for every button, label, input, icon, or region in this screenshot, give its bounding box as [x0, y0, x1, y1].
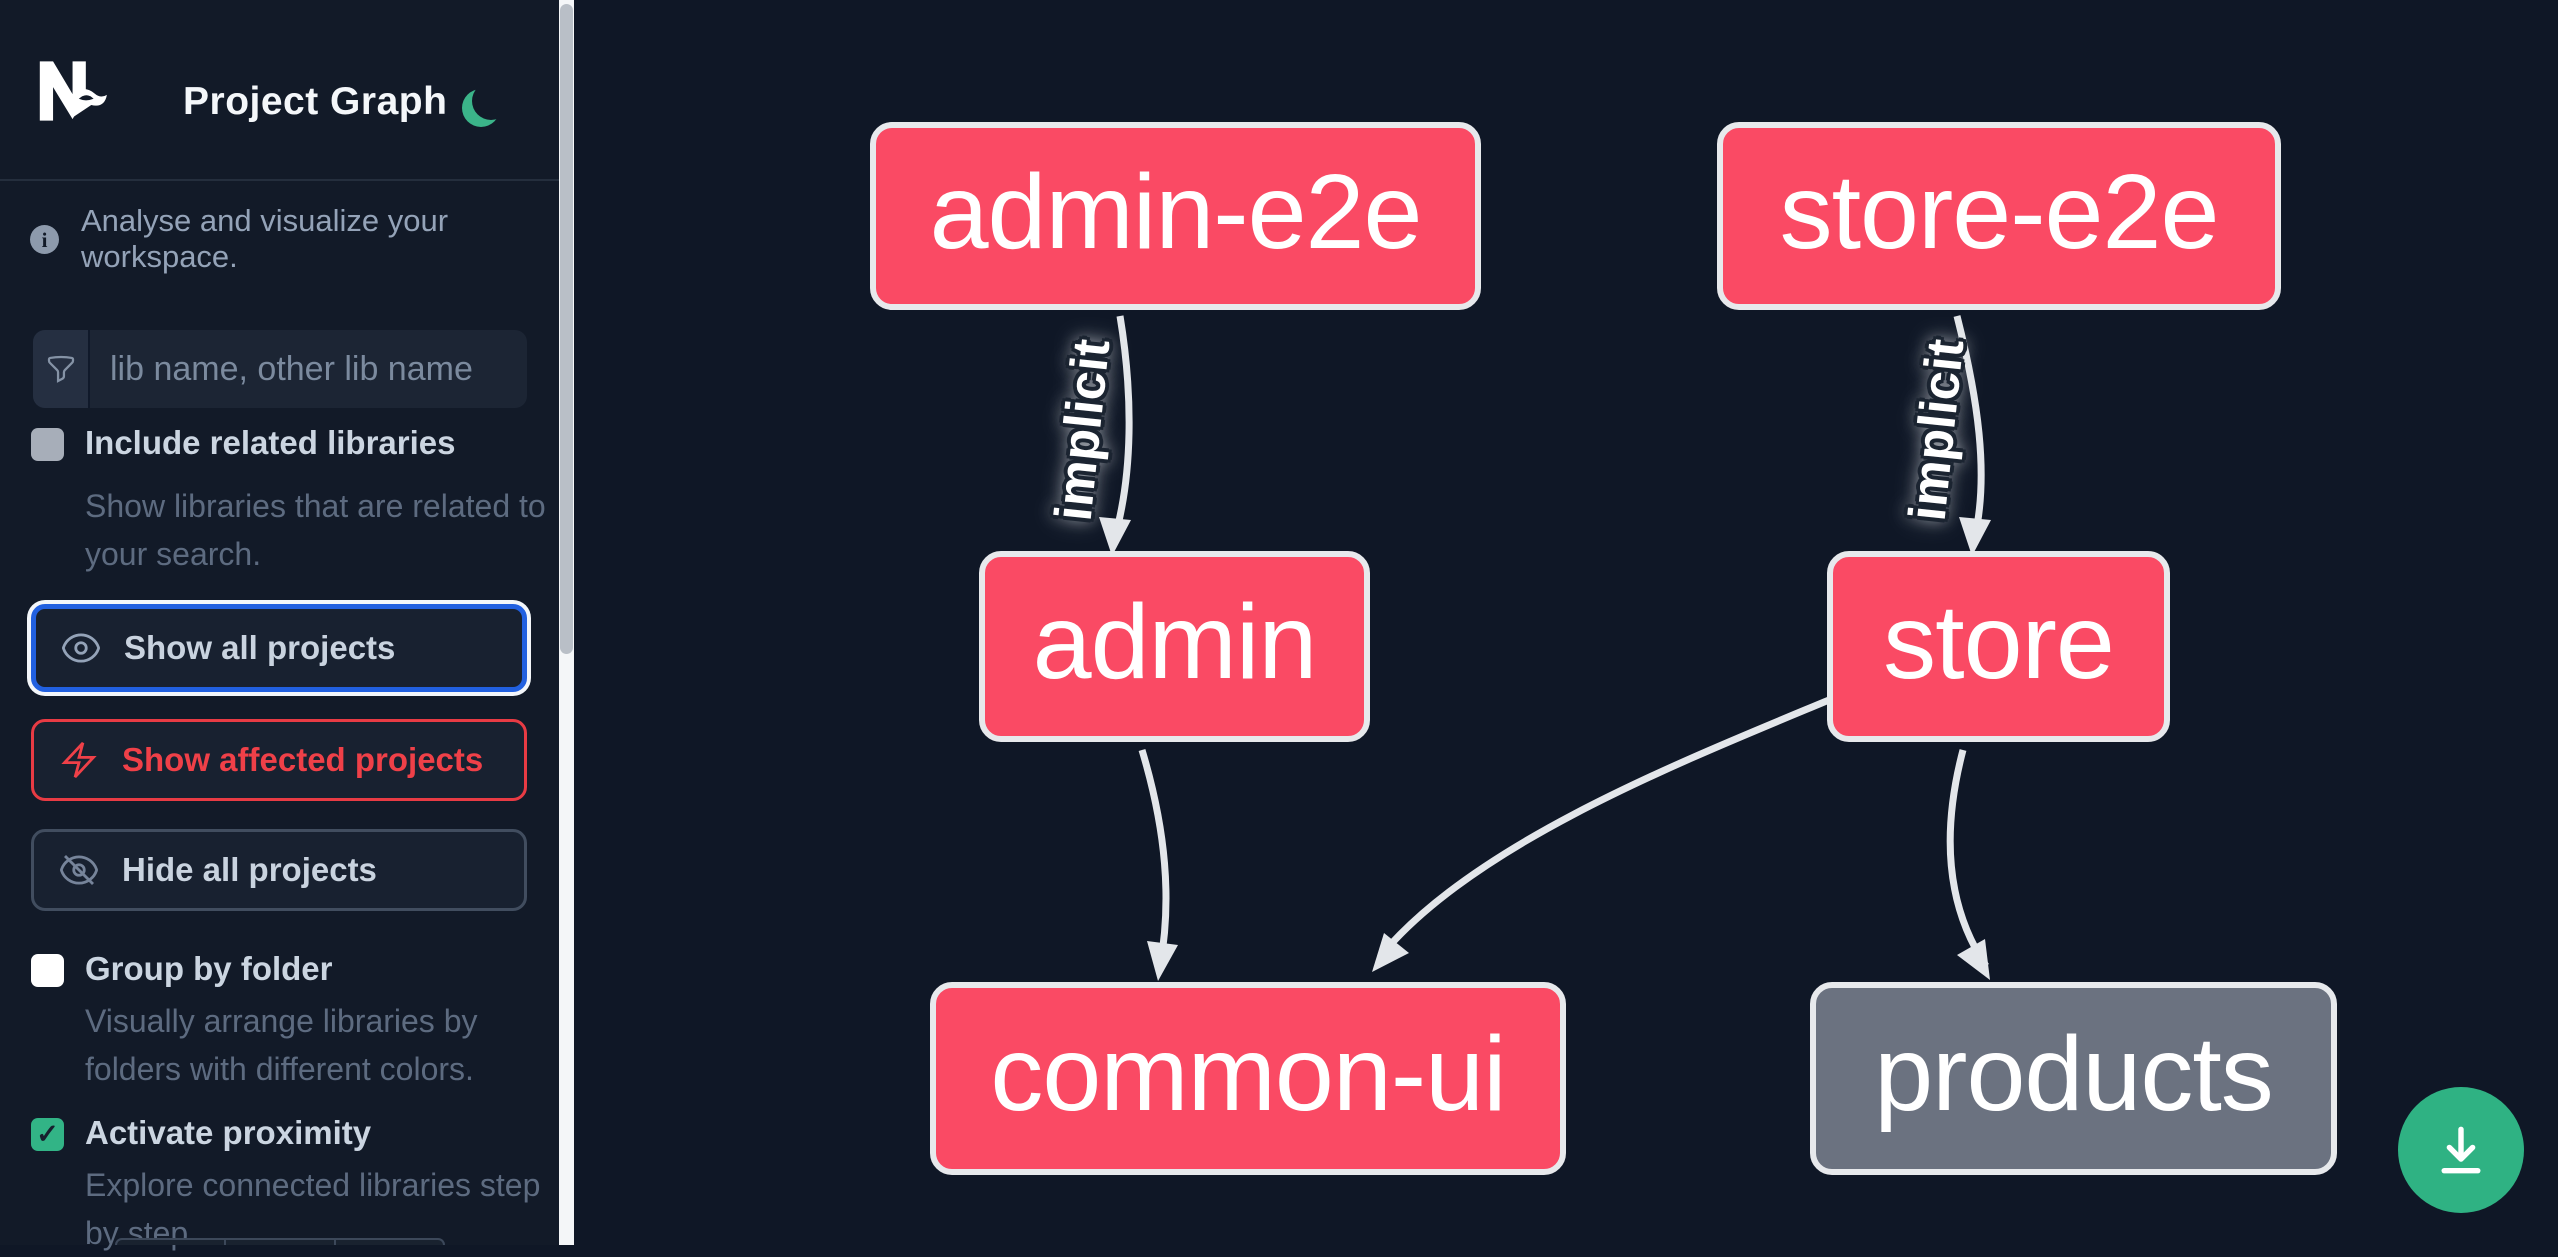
include-related-label[interactable]: Include related libraries: [85, 424, 456, 461]
sidebar-header: Project Graph: [0, 0, 560, 181]
edge-admin-e2e-to-admin[interactable]: [1099, 315, 1133, 556]
hide-all-projects-button[interactable]: Hide all projects: [31, 829, 527, 911]
funnel-icon: [33, 330, 90, 408]
show-all-projects-button[interactable]: Show all projects: [31, 604, 527, 692]
graph-node-store-e2e[interactable]: store-e2e: [1717, 122, 2281, 310]
proximity-depth-segmented-control[interactable]: [115, 1238, 445, 1245]
group-by-folder-checkbox[interactable]: [31, 954, 64, 987]
graph-node-store[interactable]: store: [1827, 551, 2170, 742]
download-icon: [2441, 1126, 2481, 1174]
sidebar-scrollbar-track[interactable]: [559, 0, 574, 1245]
download-image-button[interactable]: [2398, 1087, 2524, 1213]
show-affected-projects-label: Show affected projects: [122, 741, 484, 778]
show-affected-projects-button[interactable]: Show affected projects: [31, 719, 527, 801]
graph-node-products[interactable]: products: [1810, 982, 2337, 1175]
group-by-folder-description: Visually arrange libraries by folders wi…: [85, 1003, 478, 1087]
search-box: [33, 330, 527, 408]
eye-off-icon: [60, 855, 98, 885]
graph-node-admin[interactable]: admin: [979, 551, 1370, 742]
page-title: Project Graph: [183, 80, 448, 123]
tagline-row: i Analyse and visualize your workspace.: [30, 203, 560, 275]
group-by-folder-label[interactable]: Group by folder: [85, 950, 333, 987]
edge-store-e2e-to-store[interactable]: [1953, 315, 1991, 556]
info-icon: i: [30, 224, 59, 254]
edge-admin-to-common-ui[interactable]: [1138, 748, 1178, 981]
search-input[interactable]: [90, 330, 527, 408]
nx-logo: [39, 61, 107, 121]
bolt-icon: [61, 741, 97, 779]
eye-icon: [62, 633, 100, 663]
sidebar-scrollbar-thumb[interactable]: [560, 4, 573, 654]
edge-store-to-products[interactable]: [1946, 749, 1990, 980]
activate-proximity-checkbox[interactable]: ✓: [31, 1118, 64, 1151]
edge-store-to-common-ui[interactable]: [1372, 696, 1831, 972]
activate-proximity-label[interactable]: Activate proximity: [85, 1114, 372, 1151]
sidebar: Project Graph i Analyse and visualize yo…: [0, 0, 560, 1251]
include-related-checkbox[interactable]: [31, 428, 64, 461]
include-related-description: Show libraries that are related to your …: [85, 488, 546, 572]
graph-node-admin-e2e[interactable]: admin-e2e: [870, 122, 1481, 310]
graph-node-common-ui[interactable]: common-ui: [930, 982, 1566, 1175]
tagline-text: Analyse and visualize your workspace.: [81, 203, 449, 274]
show-all-projects-label: Show all projects: [124, 629, 396, 666]
hide-all-projects-label: Hide all projects: [122, 851, 377, 888]
